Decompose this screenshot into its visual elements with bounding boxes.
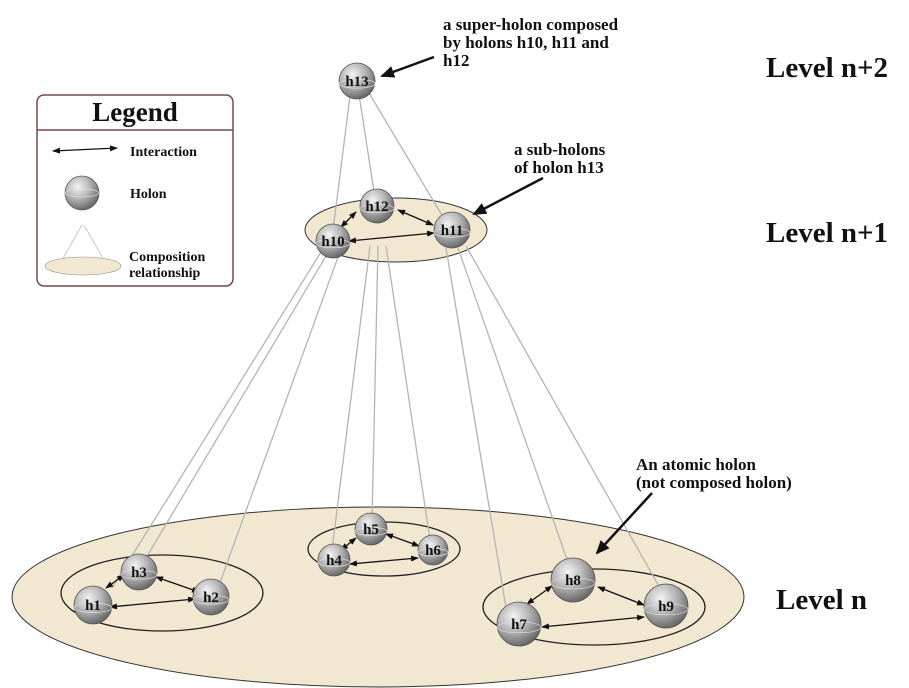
holon-h7-band — [496, 621, 542, 634]
holon-h11: h11 — [433, 211, 471, 249]
legend-interaction-icon — [52, 145, 118, 154]
holon-h3-band — [120, 569, 158, 580]
legend-box — [36, 94, 234, 287]
sub-holons-note-line1: a sub-holons — [514, 140, 606, 159]
holon-h13-label: h13 — [345, 74, 368, 90]
holon-h13-sphere — [338, 62, 376, 100]
holon-h12-label: h12 — [365, 199, 388, 215]
level-n1-label: Level n+1 — [766, 217, 888, 249]
holon-h10: h10 — [315, 223, 351, 259]
holon-h1-band — [73, 602, 113, 613]
holon-h8-band — [550, 577, 596, 590]
holon-h2: h2 — [192, 578, 230, 616]
holon-h11-label: h11 — [441, 223, 464, 239]
atomic-holon-note-line2: (not composed holon) — [636, 473, 792, 492]
legend-holon-icon — [64, 175, 100, 211]
holon-h1: h1 — [73, 585, 113, 625]
holon-h10-band — [315, 238, 351, 249]
holon-h12-sphere — [359, 188, 395, 224]
super-holon-pointer — [380, 55, 435, 78]
holon-h5-band — [354, 527, 388, 536]
holon-h8-sphere — [550, 557, 596, 603]
group-ring-left — [60, 554, 264, 632]
holon-h12-band — [359, 203, 395, 214]
legend-composition-line-left — [60, 224, 83, 263]
atomic-holon-note-line1: An atomic holon — [636, 455, 757, 474]
holon-h6-band — [417, 548, 449, 557]
legend: Legend Interaction Holon Composition rel… — [36, 94, 234, 287]
holon-h13: h13 — [338, 62, 376, 100]
holon-h9-label: h9 — [658, 599, 674, 615]
holon-h4: h4 — [317, 543, 351, 577]
holon-h2-label: h2 — [203, 590, 219, 606]
holon-h6: h6 — [417, 534, 449, 566]
holon-h13-band — [338, 78, 376, 89]
composition-lines — [111, 87, 666, 621]
legend-composition-line-right — [83, 224, 106, 263]
holon-h5: h5 — [354, 512, 388, 546]
holon-h10-sphere — [315, 223, 351, 259]
holon-h11-sphere — [433, 211, 471, 249]
holon-h6-sphere — [417, 534, 449, 566]
holon-h9: h9 — [643, 583, 689, 629]
group-ring-right — [482, 568, 706, 646]
interaction-arrows — [105, 209, 645, 630]
holon-h3-label: h3 — [131, 565, 147, 581]
holon-h1-label: h1 — [85, 598, 101, 614]
holon-h5-sphere — [354, 512, 388, 546]
legend-composition-icon — [44, 256, 122, 276]
legend-title: Legend — [92, 97, 178, 127]
holon-h1-sphere — [73, 585, 113, 625]
holon-h7-label: h7 — [511, 617, 527, 633]
holon-h4-label: h4 — [326, 553, 342, 569]
holon-h6-label: h6 — [425, 543, 441, 559]
super-holon-note-line3: h12 — [443, 51, 469, 70]
holon-h4-sphere — [317, 543, 351, 577]
holon-h7: h7 — [496, 601, 542, 647]
holon-h8-label: h8 — [565, 573, 581, 589]
legend-composition-label-line2: relationship — [129, 266, 201, 281]
legend-holon-icon-band — [64, 188, 100, 198]
super-holon-note-line2: by holons h10, h11 and — [443, 33, 609, 52]
holons: h13 h12 h10 h11 h3 h1 h2 h5 h4 h6 h8 h7 h9 — [73, 62, 689, 647]
holon-h10-label: h10 — [321, 234, 344, 250]
holon-h11-band — [433, 227, 471, 238]
level-n-plane — [11, 506, 745, 688]
sub-holons-pointer — [472, 176, 544, 216]
legend-interaction-label: Interaction — [130, 145, 197, 160]
holon-h4-band — [317, 558, 351, 567]
super-holon-note-line1: a super-holon composed — [443, 15, 619, 34]
atomic-holon-pointer — [595, 492, 653, 555]
level-n2-label: Level n+2 — [766, 52, 888, 84]
holon-h7-sphere — [496, 601, 542, 647]
holon-h12: h12 — [359, 188, 395, 224]
holon-h5-label: h5 — [363, 522, 379, 538]
holon-h3-sphere — [120, 553, 158, 591]
legend-holon-label: Holon — [130, 187, 167, 202]
holon-h9-band — [643, 603, 689, 616]
holon-h9-sphere — [643, 583, 689, 629]
holon-h8: h8 — [550, 557, 596, 603]
holon-h2-sphere — [192, 578, 230, 616]
sub-holons-note-line2: of holon h13 — [514, 158, 604, 177]
holon-h2-band — [192, 594, 230, 605]
holon-h3: h3 — [120, 553, 158, 591]
legend-composition-label-line1: Composition — [129, 250, 205, 265]
level-n-label: Level n — [776, 584, 867, 616]
